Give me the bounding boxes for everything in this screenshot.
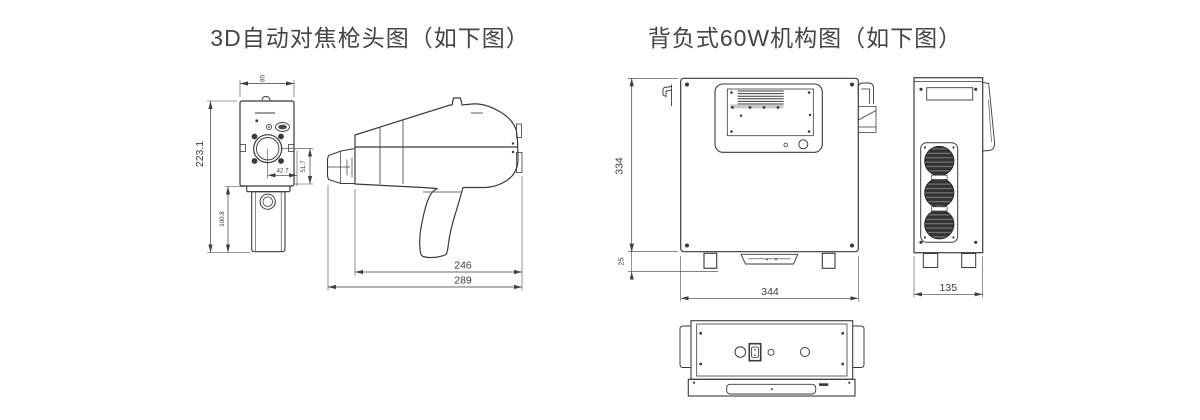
- grille-bar: [730, 104, 784, 109]
- dim-handle-height-label: 100.8: [219, 211, 226, 227]
- foot: [821, 252, 836, 269]
- left-figure-title: 3D自动对焦枪头图（如下图）: [210, 25, 530, 51]
- dim-lens-offset-h-label: 42.7: [276, 167, 289, 174]
- bottom-body: [690, 320, 854, 380]
- dim-front-width-label: 80: [260, 75, 267, 82]
- top-tab: [261, 96, 271, 102]
- focus-nozzle: [326, 147, 356, 185]
- rear-connector: [516, 152, 523, 173]
- round-connector: [734, 346, 747, 358]
- side-tab: [239, 144, 246, 152]
- indicator-square: [255, 119, 259, 123]
- handle-nut: [259, 193, 276, 210]
- small-connector: [767, 348, 775, 356]
- backpack-front-body: [680, 77, 859, 253]
- gunhead-side-view: 246 289: [326, 97, 523, 291]
- left-hook: [662, 84, 672, 106]
- button: [265, 124, 272, 131]
- fan-grille: [924, 177, 955, 208]
- base-slot: [726, 383, 817, 395]
- corner-screw: [685, 243, 689, 248]
- dim-front-height-label: 223.1: [194, 141, 206, 167]
- dim-backpack-width-label: 344: [761, 286, 779, 298]
- rear-connector: [516, 123, 522, 138]
- connector-plate: [696, 323, 848, 377]
- base-plate: [687, 378, 856, 397]
- indicator-hole: [783, 142, 788, 148]
- corner-screw: [850, 243, 854, 248]
- corner-screw: [685, 82, 689, 87]
- backpack-bottom-view: [679, 320, 865, 397]
- dim-body-length-label: 246: [454, 260, 472, 272]
- connector-oval: [275, 122, 290, 132]
- right-figure-title: 背负式60W机构图（如下图）: [647, 25, 963, 51]
- round-connector: [800, 347, 810, 357]
- corner-screw: [919, 240, 923, 244]
- gunhead-front-view: 223.1 80 42.7 51.7 100.8: [194, 75, 313, 253]
- side-bracket: [852, 325, 865, 368]
- vent-grille: [737, 90, 784, 105]
- dim-overall-length-label: 289: [454, 275, 472, 287]
- backpack-side-body: [913, 77, 984, 254]
- lens-screw: [278, 158, 284, 164]
- corner-screw: [919, 87, 923, 91]
- foot: [922, 253, 939, 268]
- lens-screw: [251, 133, 258, 140]
- square-connector: [748, 342, 762, 362]
- foot: [961, 253, 977, 268]
- lens-screw: [278, 133, 284, 140]
- dim-backpack-height-label: 334: [614, 157, 626, 175]
- corner-screw: [974, 87, 978, 91]
- fan-grille: [924, 209, 955, 240]
- dim-side-depth-label: 135: [940, 282, 958, 294]
- backpack-front-view: 334 25 344: [614, 77, 877, 302]
- dim-foot-height-label: 25: [617, 258, 626, 266]
- side-bracket: [679, 325, 691, 368]
- handle: [251, 191, 286, 253]
- gun-body-outline: [354, 97, 519, 259]
- corner-screw: [974, 240, 978, 244]
- foot: [703, 252, 718, 269]
- handle-flange: [246, 185, 291, 193]
- side-tab: [288, 144, 295, 152]
- top-recess: [926, 87, 974, 101]
- corner-screw: [850, 82, 854, 87]
- fan-panel: [920, 142, 959, 243]
- power-button: [798, 139, 809, 150]
- backpack-side-view: 135: [913, 77, 995, 298]
- panel-plate: [726, 88, 814, 137]
- strap-flap: [982, 81, 995, 152]
- dim-lens-offset-v-label: 51.7: [300, 160, 307, 173]
- right-hook: [857, 82, 877, 133]
- lens-screw: [251, 158, 258, 164]
- fan-grille: [924, 145, 955, 177]
- control-panel: [714, 83, 823, 153]
- bottom-latch: [740, 253, 799, 265]
